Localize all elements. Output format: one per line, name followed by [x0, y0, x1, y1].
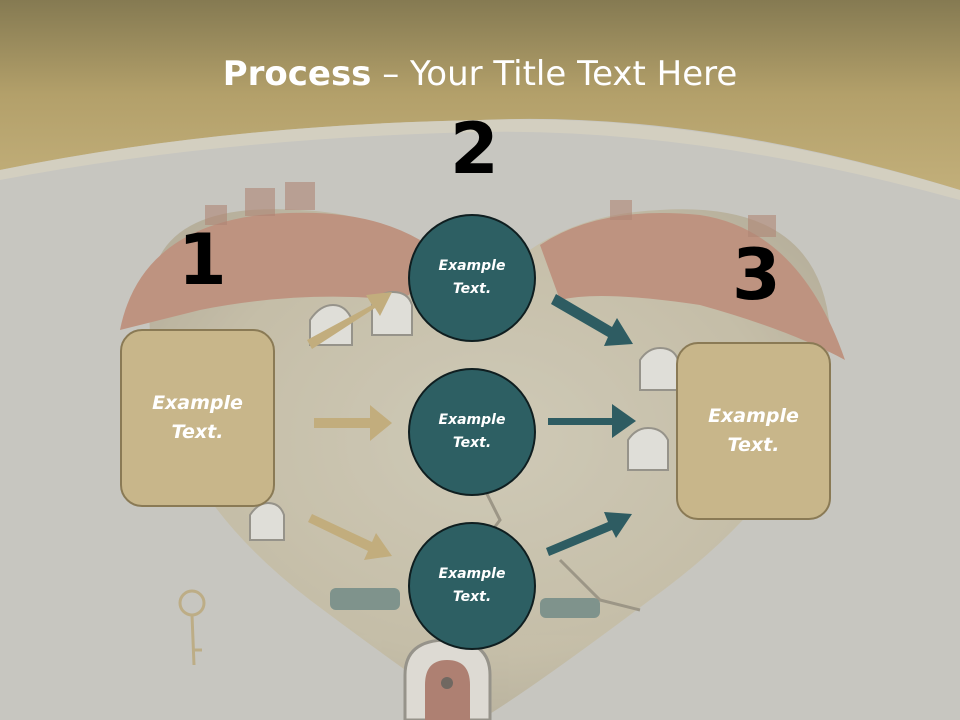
- process-circle-bottom[interactable]: Example Text.: [408, 522, 536, 650]
- step-number-1: 1: [178, 219, 227, 301]
- process-circle-top[interactable]: Example Text.: [408, 214, 536, 342]
- step-number-3: 3: [732, 234, 781, 316]
- arrows-into-circles: [307, 292, 392, 560]
- right-text-box[interactable]: Example Text.: [676, 342, 831, 520]
- circle-bottom-label: Example Text.: [438, 566, 506, 605]
- right-box-label: Example Text.: [708, 405, 799, 456]
- step-number-2: 2: [450, 108, 499, 190]
- title-bold: Process: [222, 54, 372, 94]
- left-text-box[interactable]: Example Text.: [120, 329, 275, 507]
- arrows-out-of-circles: [546, 294, 636, 556]
- title-rest: – Your Title Text Here: [371, 54, 738, 94]
- circle-middle-label: Example Text.: [438, 412, 506, 451]
- left-box-label: Example Text.: [152, 392, 243, 443]
- process-circle-middle[interactable]: Example Text.: [408, 368, 536, 496]
- header-band: [0, 0, 960, 190]
- slide-title: Process – Your Title Text Here: [0, 52, 960, 96]
- circle-top-label: Example Text.: [438, 258, 506, 297]
